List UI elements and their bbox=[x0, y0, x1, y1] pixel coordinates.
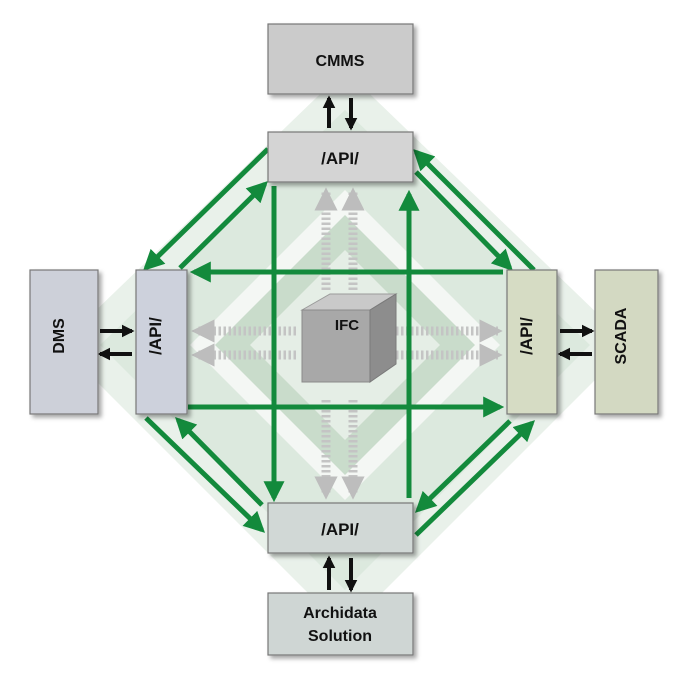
diag-bottom-right-outer bbox=[414, 420, 536, 537]
api-left-label: /API/ bbox=[146, 317, 165, 355]
diag-bottom-right-inner bbox=[414, 419, 512, 513]
archidata-label-line1: Archidata bbox=[303, 605, 377, 622]
dms-label: DMS bbox=[51, 318, 68, 354]
api-right[interactable] bbox=[506, 269, 558, 415]
api-top-label: /API/ bbox=[321, 149, 359, 168]
system-archidata[interactable] bbox=[267, 592, 414, 656]
api-connections bbox=[142, 147, 536, 537]
system-api-links bbox=[97, 95, 595, 593]
system-dms[interactable] bbox=[29, 269, 99, 415]
ifc-cube-side bbox=[369, 293, 397, 383]
system-cmms[interactable] bbox=[267, 23, 414, 95]
api-top[interactable] bbox=[267, 131, 414, 183]
ifc-data-flows bbox=[191, 187, 503, 500]
scada-label: SCADA bbox=[613, 307, 630, 364]
diag-top-right-inner bbox=[414, 170, 513, 272]
cmms-label: CMMS bbox=[316, 53, 365, 70]
diag-top-left-outer bbox=[142, 147, 270, 271]
api-bottom[interactable] bbox=[267, 502, 414, 554]
api-bottom-label: /API/ bbox=[321, 520, 359, 539]
ifc-label: IFC bbox=[335, 317, 359, 334]
diag-top-left-inner bbox=[178, 181, 268, 270]
diag-bottom-left-inner bbox=[175, 417, 264, 507]
api-left[interactable] bbox=[135, 269, 188, 415]
ifc-hub: IFC bbox=[300, 293, 398, 383]
system-scada[interactable] bbox=[594, 269, 659, 415]
diag-top-right-outer bbox=[413, 149, 536, 272]
api-right-label: /API/ bbox=[517, 317, 536, 355]
archidata-label-line2: Solution bbox=[308, 628, 372, 645]
diag-bottom-left-outer bbox=[144, 416, 266, 533]
